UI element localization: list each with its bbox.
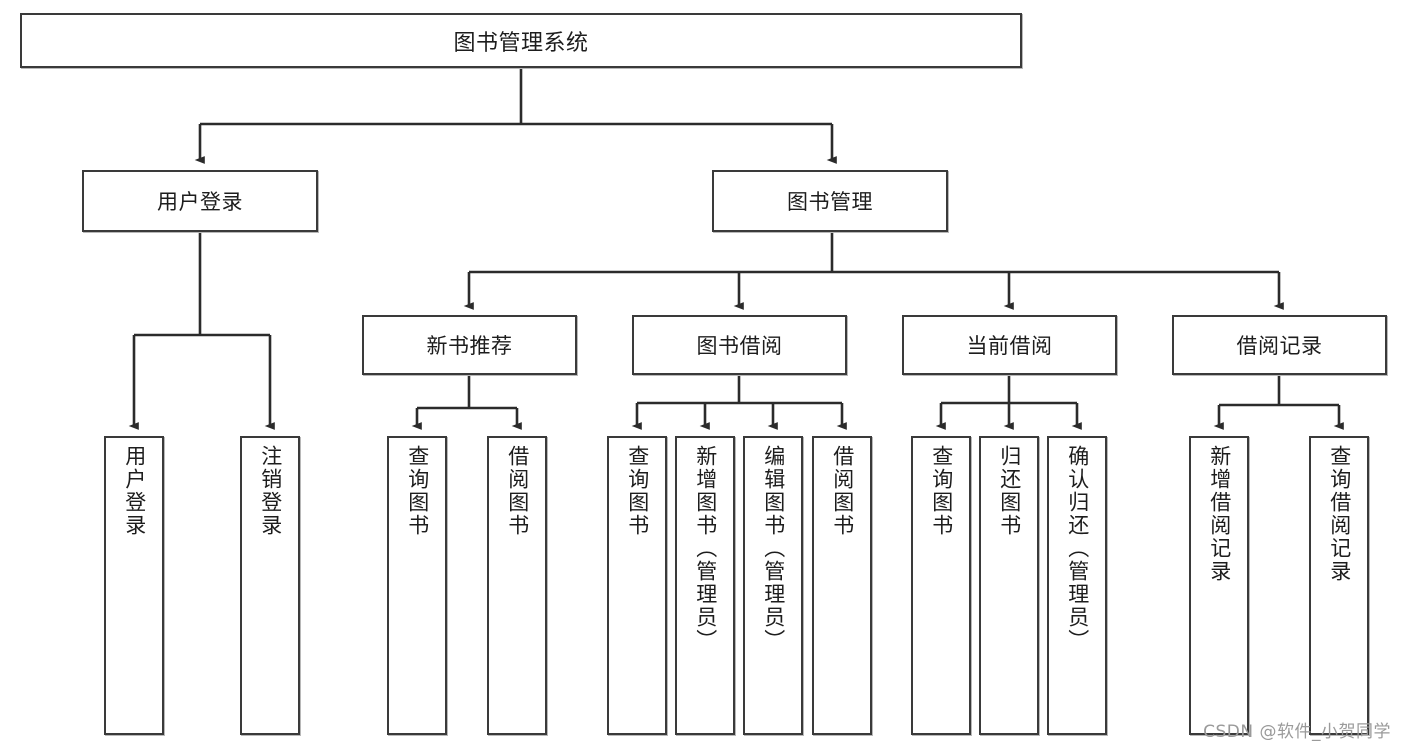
leaf-label: 注销登录 bbox=[258, 445, 283, 537]
node-user-login[interactable]: 用户登录 bbox=[82, 170, 318, 232]
leaf-label: 新增借阅记录 bbox=[1207, 445, 1232, 583]
leaf-label: 查询借阅记录 bbox=[1327, 445, 1352, 583]
leaf-book-borrow-add[interactable]: 新增图书（管理员） bbox=[675, 436, 735, 735]
leaf-label: 查询图书 bbox=[929, 445, 954, 537]
node-new-book-recommend[interactable]: 新书推荐 bbox=[362, 315, 577, 375]
leaf-new-book-borrow[interactable]: 借阅图书 bbox=[487, 436, 547, 735]
node-current-borrow[interactable]: 当前借阅 bbox=[902, 315, 1117, 375]
leaf-current-borrow-confirm[interactable]: 确认归还（管理员） bbox=[1047, 436, 1107, 735]
node-book-management[interactable]: 图书管理 bbox=[712, 170, 948, 232]
leaf-label: 新增图书（管理员） bbox=[693, 445, 718, 652]
leaf-label: 借阅图书 bbox=[505, 445, 530, 537]
leaf-book-borrow-borrow[interactable]: 借阅图书 bbox=[812, 436, 872, 735]
leaf-book-borrow-query[interactable]: 查询图书 bbox=[607, 436, 667, 735]
leaf-current-borrow-return[interactable]: 归还图书 bbox=[979, 436, 1039, 735]
leaf-label: 借阅图书 bbox=[830, 445, 855, 537]
leaf-label: 查询图书 bbox=[625, 445, 650, 537]
leaf-new-book-query[interactable]: 查询图书 bbox=[387, 436, 447, 735]
leaf-label: 编辑图书（管理员） bbox=[761, 445, 786, 652]
leaf-borrow-record-query[interactable]: 查询借阅记录 bbox=[1309, 436, 1369, 735]
leaf-label: 查询图书 bbox=[405, 445, 430, 537]
leaf-label: 确认归还（管理员） bbox=[1065, 445, 1090, 652]
leaf-label: 归还图书 bbox=[997, 445, 1022, 537]
node-root-system[interactable]: 图书管理系统 bbox=[20, 13, 1022, 68]
leaf-current-borrow-query[interactable]: 查询图书 bbox=[911, 436, 971, 735]
node-book-borrow[interactable]: 图书借阅 bbox=[632, 315, 847, 375]
node-borrow-record[interactable]: 借阅记录 bbox=[1172, 315, 1387, 375]
leaf-book-borrow-edit[interactable]: 编辑图书（管理员） bbox=[743, 436, 803, 735]
leaf-borrow-record-add[interactable]: 新增借阅记录 bbox=[1189, 436, 1249, 735]
csdn-watermark: CSDN @软件_小贺同学 bbox=[1203, 722, 1391, 742]
leaf-label: 用户登录 bbox=[122, 445, 147, 537]
leaf-user-login-signin[interactable]: 用户登录 bbox=[104, 436, 164, 735]
leaf-user-login-signout[interactable]: 注销登录 bbox=[240, 436, 300, 735]
